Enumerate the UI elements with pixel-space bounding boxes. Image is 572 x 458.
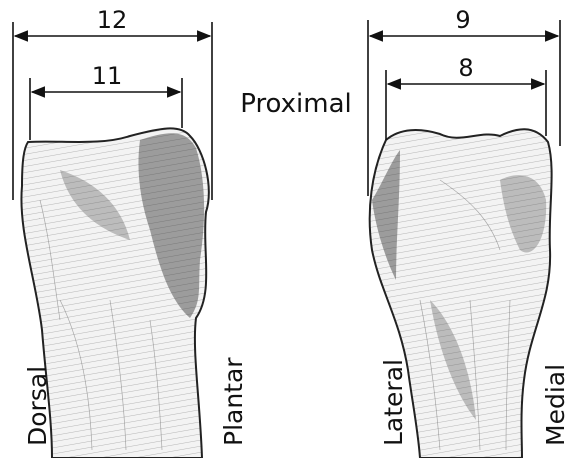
right-outer-dimension-label: 9 [455,6,470,34]
proximal-label: Proximal [240,89,352,119]
plantar-label: Plantar [219,357,248,446]
medial-label: Medial [541,364,570,446]
right-inner-dimension-label: 8 [458,54,473,82]
left-outer-dimension-label: 12 [97,6,128,34]
lateral-label: Lateral [379,359,408,446]
left-inner-dimension-label: 11 [92,62,123,90]
dorsal-label: Dorsal [23,366,52,446]
